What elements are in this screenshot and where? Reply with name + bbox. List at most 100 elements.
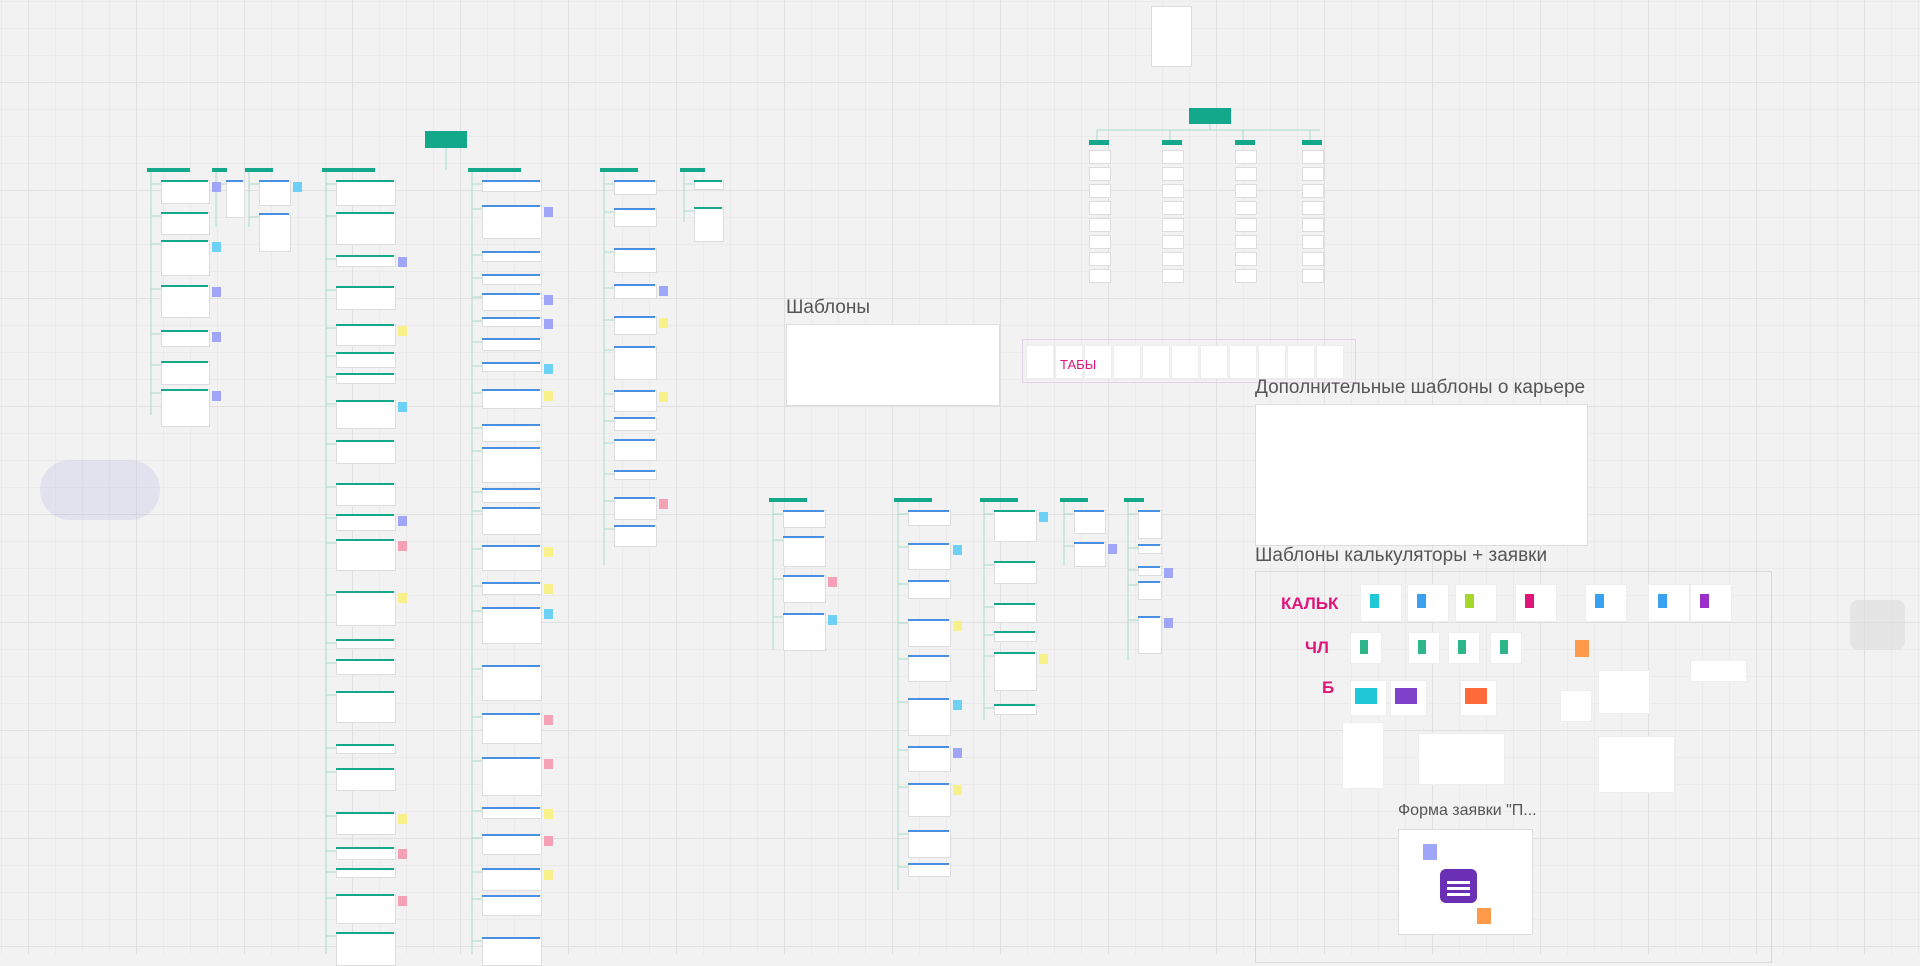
mindmap-root-node[interactable] — [980, 498, 1018, 502]
mindmap-card[interactable] — [614, 208, 658, 227]
section-title-career-templates[interactable]: Дополнительные шаблоны о карьере — [1255, 377, 1586, 398]
card-header[interactable] — [482, 293, 540, 295]
card-header[interactable] — [482, 338, 540, 340]
card-header[interactable] — [614, 180, 656, 182]
card-header[interactable] — [482, 488, 540, 490]
calculator-icon[interactable] — [1370, 594, 1379, 608]
mindmap-card[interactable] — [1074, 542, 1107, 567]
card-header[interactable] — [336, 286, 394, 288]
sticky-note[interactable] — [953, 545, 963, 555]
mindmap-card[interactable] — [482, 447, 542, 483]
mindmap-card[interactable] — [908, 510, 952, 526]
card-header[interactable] — [336, 894, 394, 896]
mindmap-card[interactable] — [482, 424, 542, 442]
sticky-note[interactable] — [659, 286, 669, 296]
calculator-template[interactable] — [1585, 584, 1627, 622]
tab-template-thumbnail[interactable] — [1229, 345, 1257, 379]
calculator-icon[interactable] — [1700, 594, 1709, 608]
card-header[interactable] — [694, 207, 722, 209]
calculator-icon[interactable] — [1465, 594, 1474, 608]
sticky-note[interactable] — [1164, 618, 1173, 628]
card-header[interactable] — [482, 937, 540, 939]
mindmap-card[interactable] — [336, 180, 396, 206]
card-header[interactable] — [482, 607, 540, 609]
sticky-note[interactable] — [543, 809, 553, 819]
sticky-note[interactable] — [543, 295, 553, 305]
card-header[interactable] — [694, 180, 722, 182]
mindmap-card[interactable] — [336, 400, 396, 429]
card-header[interactable] — [482, 507, 540, 509]
card-header[interactable] — [908, 543, 950, 545]
card-header[interactable] — [908, 830, 950, 832]
mindmap-card[interactable] — [482, 507, 542, 535]
section-title-templates[interactable]: Шаблоны — [786, 297, 871, 318]
mindmap-root-node[interactable] — [769, 498, 807, 502]
card-header[interactable] — [336, 440, 394, 442]
mindmap-card[interactable] — [336, 352, 396, 368]
calculator-icon[interactable] — [1465, 688, 1487, 704]
card-header[interactable] — [614, 208, 656, 210]
form-template[interactable] — [1598, 736, 1675, 793]
mindmap-card[interactable] — [482, 868, 542, 891]
card-header[interactable] — [482, 251, 540, 253]
mindmap-card[interactable] — [783, 575, 827, 603]
frame-career-templates[interactable] — [1255, 404, 1588, 546]
card-header[interactable] — [482, 389, 540, 391]
sticky-note[interactable] — [397, 516, 407, 526]
legend-card[interactable] — [1151, 6, 1192, 67]
calculator-icon[interactable] — [1355, 688, 1377, 704]
frame-form[interactable] — [1398, 829, 1533, 935]
calculator-template[interactable] — [1515, 584, 1557, 622]
sticky-note[interactable] — [397, 849, 407, 859]
card-header[interactable] — [908, 510, 950, 512]
sticky-note[interactable] — [828, 577, 838, 587]
mindmap-branch-node[interactable] — [1302, 140, 1322, 145]
mindmap-card[interactable] — [694, 207, 724, 242]
card-header[interactable] — [161, 212, 208, 214]
card-header[interactable] — [1138, 616, 1160, 618]
mindmap-branch-node[interactable] — [1235, 140, 1255, 145]
card-header[interactable] — [161, 330, 208, 332]
mindmap-card[interactable] — [336, 483, 396, 506]
card-header[interactable] — [614, 248, 656, 250]
calculator-icon[interactable] — [1360, 640, 1368, 654]
card-header[interactable] — [1138, 510, 1160, 512]
sticky-note[interactable] — [953, 785, 963, 795]
mindmap-card[interactable] — [1089, 252, 1111, 266]
mindmap-card[interactable] — [1089, 269, 1111, 283]
mindmap-card[interactable] — [1235, 252, 1257, 266]
card-header[interactable] — [336, 768, 394, 770]
mindmap-card[interactable] — [161, 240, 210, 276]
card-header[interactable] — [336, 812, 394, 814]
frame-templates[interactable] — [786, 324, 1000, 406]
mindmap-card[interactable] — [1302, 235, 1324, 249]
mindmap-card[interactable] — [994, 510, 1038, 542]
mindmap-card[interactable] — [1162, 235, 1184, 249]
mindmap-card[interactable] — [908, 830, 952, 858]
sticky-note[interactable] — [543, 870, 553, 880]
mindmap-root-node[interactable] — [1124, 498, 1144, 502]
mindmap-card[interactable] — [1302, 252, 1324, 266]
calculator-icon[interactable] — [1395, 688, 1417, 704]
tab-template-thumbnail[interactable] — [1316, 345, 1344, 379]
sticky-note[interactable] — [543, 584, 553, 594]
sticky-note[interactable] — [397, 593, 407, 603]
mindmap-card[interactable] — [614, 390, 658, 412]
mindmap-card[interactable] — [1138, 581, 1162, 600]
mindmap-card[interactable] — [482, 665, 542, 701]
sticky-note[interactable] — [953, 700, 963, 710]
sticky-note[interactable] — [828, 615, 838, 625]
template-thumbnail[interactable] — [1342, 722, 1384, 789]
mindmap-card[interactable] — [1235, 167, 1257, 181]
sticky-note[interactable] — [397, 814, 407, 824]
sticky-note[interactable] — [293, 182, 303, 192]
card-header[interactable] — [336, 639, 394, 641]
sticky-note[interactable] — [953, 621, 963, 631]
tab-template-thumbnail[interactable] — [1055, 345, 1083, 379]
card-header[interactable] — [336, 514, 394, 516]
sticky-note[interactable] — [211, 391, 221, 401]
mindmap-card[interactable] — [226, 180, 245, 218]
sticky-note[interactable] — [543, 609, 553, 619]
card-header[interactable] — [482, 424, 540, 426]
card-header[interactable] — [614, 346, 656, 348]
